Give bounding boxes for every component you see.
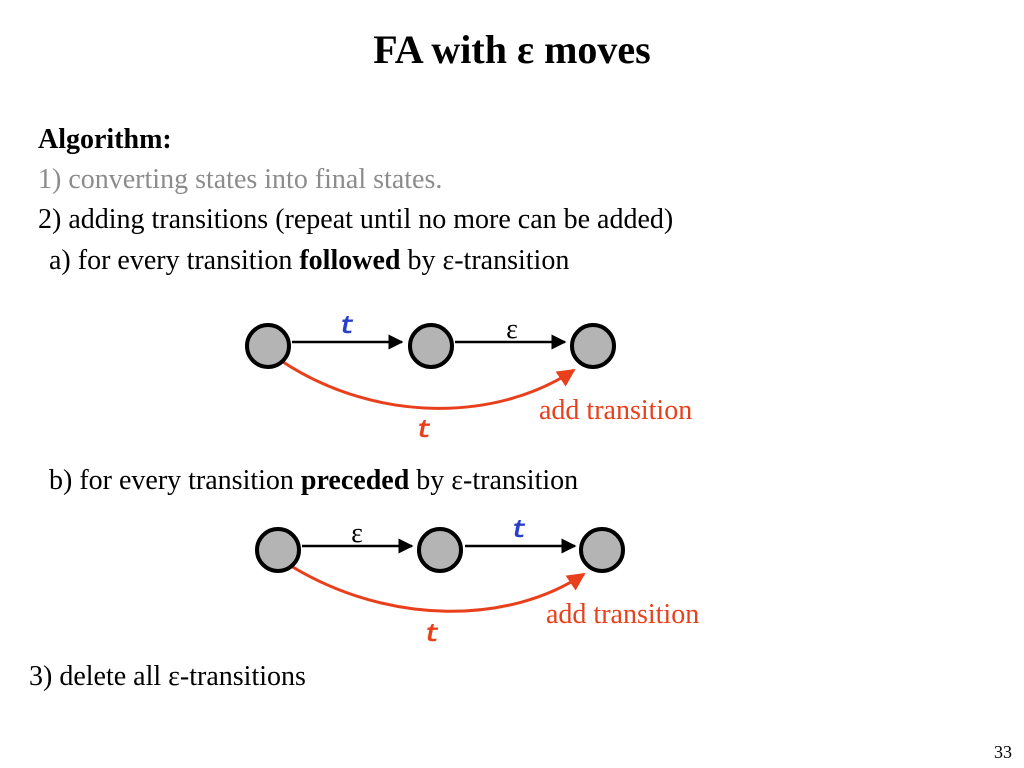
diagram-b-state-3 xyxy=(579,527,625,573)
step-a-emphasis: followed xyxy=(299,245,401,276)
diagram-b-added-edge xyxy=(290,564,586,613)
diagram-a-note: add transition xyxy=(539,395,692,426)
diagram-a-state-1 xyxy=(245,323,291,369)
step-2-text: 2) adding transitions (repeat until no m… xyxy=(38,204,674,235)
diagram-b-state-2 xyxy=(417,527,463,573)
step-b-suffix: by ε-transition xyxy=(409,465,579,496)
diagram-a-edge-2-label: ε xyxy=(506,314,518,345)
slide-title: FA with ε moves xyxy=(373,27,651,72)
algorithm-heading: Algorithm: xyxy=(38,124,172,155)
diagram-b-added-edge-label: t xyxy=(424,619,440,649)
step-b-text: b) for every transition preceded by ε-tr… xyxy=(49,465,578,497)
diagram-a-added-edge-label: t xyxy=(416,415,432,445)
step-a-text: a) for every transition followed by ε-tr… xyxy=(49,245,569,277)
diagram-b: ε t t add transition xyxy=(255,515,699,649)
diagram-a-added-edge xyxy=(282,360,576,410)
step-3-text: 3) delete all ε-transitions xyxy=(29,661,306,692)
step-b-emphasis: preceded xyxy=(300,465,410,496)
page-number: 33 xyxy=(994,742,1012,762)
diagram-b-state-1 xyxy=(255,527,301,573)
diagram-b-note: add transition xyxy=(546,599,699,630)
step-a-prefix: a) for every transition xyxy=(49,245,300,276)
step-b-prefix: b) for every transition xyxy=(49,465,301,496)
diagram-a-edge-1-label: t xyxy=(339,311,355,341)
step-a-suffix: by ε-transition xyxy=(400,245,570,276)
step-1-text: 1) converting states into final states. xyxy=(38,164,443,195)
diagram-a-state-2 xyxy=(408,323,454,369)
diagram-a: t ε t add transition xyxy=(245,311,692,445)
diagram-b-edge-2-label: t xyxy=(511,515,527,545)
diagram-b-edge-1-label: ε xyxy=(351,518,363,549)
diagram-a-state-3 xyxy=(570,323,616,369)
